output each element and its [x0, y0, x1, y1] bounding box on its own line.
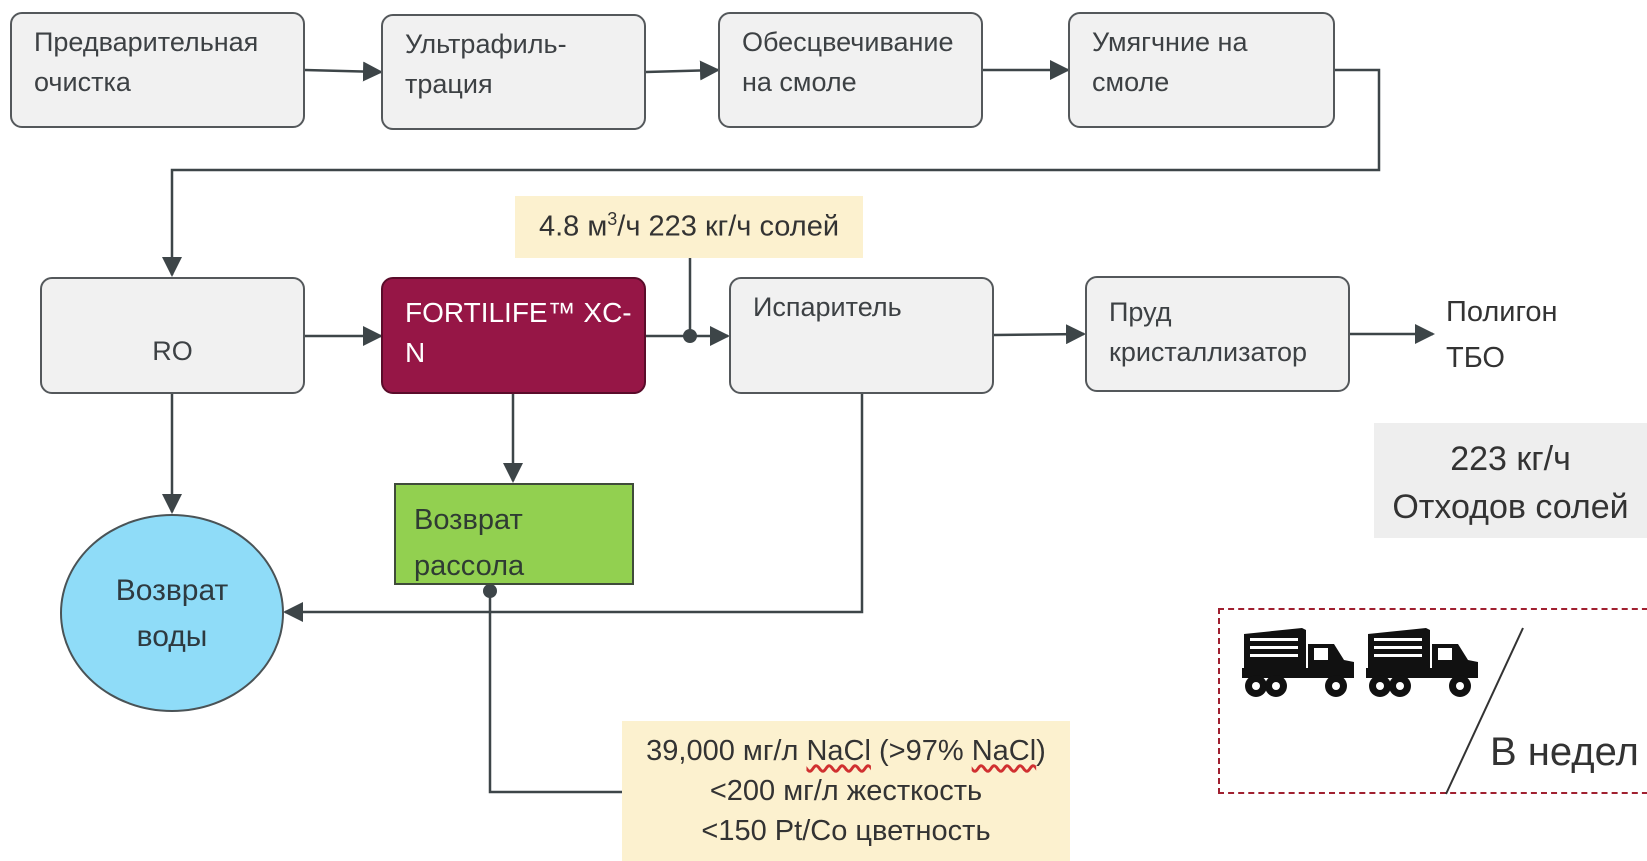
step-crystallization-pond: Пруд кристаллизатор: [1085, 276, 1350, 392]
step-fortilife-label: FORTILIFE™ XC-N: [405, 297, 632, 368]
step-pretreatment: Предварительная очистка: [10, 12, 305, 128]
water-return-ellipse: Возврат воды: [60, 514, 284, 712]
trucks-panel: [1218, 608, 1647, 794]
junction-dot-brine: [483, 584, 497, 598]
brine-return-line-1: Возврат: [414, 504, 523, 536]
step-evaporator: Испаритель: [729, 277, 994, 394]
brine-return-line-2: рассола: [414, 550, 525, 582]
arrow-evaporator-to-water: [283, 392, 864, 622]
flow-rate-suffix: /ч 223 кг/ч солей: [617, 210, 840, 243]
step-softening-line-2: смоле: [1092, 67, 1170, 97]
brine-spec-line-3: <150 Pt/Co цветность: [701, 815, 991, 847]
flow-rate-note: 4.8 м3/ч 223 кг/ч солей: [515, 196, 863, 258]
brine-spec-note: 39,000 мг/л NaCl (>97% NaCl) <200 мг/л ж…: [622, 721, 1070, 861]
step-evaporator-label: Испаритель: [753, 292, 902, 322]
step-pretreatment-line-2: очистка: [34, 67, 131, 97]
connector-brine-spec: [488, 591, 622, 794]
step-ro-label: RO: [152, 336, 193, 366]
step-decolorization-line-1: Обесцвечивание: [742, 27, 954, 57]
water-return-line-1: Возврат: [115, 574, 229, 607]
step-decolorization-line-2: на смоле: [742, 67, 857, 97]
step-ultrafiltration-line-2: трация: [405, 69, 493, 99]
junction-dot-flow: [683, 329, 697, 343]
step-ultrafiltration-line-1: Ультрафиль-: [405, 29, 567, 59]
brine-spec-line-1: 39,000 мг/л NaCl (>97% NaCl): [646, 735, 1046, 767]
step-pond-line-1: Пруд: [1109, 297, 1172, 327]
flow-rate-prefix: 4.8 м: [538, 210, 608, 243]
outlet-landfill: Полигон ТБО: [1446, 289, 1558, 381]
step-pond-line-2: кристаллизатор: [1109, 337, 1307, 367]
trucks-caption: В недел: [1490, 730, 1639, 774]
step-ro: RO: [40, 277, 305, 394]
arrow-softening-to-ro: [162, 68, 1381, 277]
flow-rate-superscript: 3: [607, 209, 618, 229]
step-ultrafiltration: Ультрафиль- трация: [381, 14, 646, 130]
dump-truck-icon: [1242, 628, 1354, 697]
arrow-uf-to-decolor: [645, 60, 720, 81]
step-decolorization: Обесцвечивание на смоле: [718, 12, 983, 128]
brine-spec-line-2: <200 мг/л жесткость: [709, 775, 983, 807]
salt-waste-panel: 223 кг/ч Отходов солей: [1374, 423, 1647, 538]
outlet-line-1: Полигон: [1446, 296, 1558, 328]
water-return-line-2: воды: [136, 620, 208, 653]
step-softening-line-1: Умягчние на: [1092, 27, 1248, 57]
dump-truck-icon: [1366, 628, 1478, 697]
salt-waste-line-1: 223 кг/ч: [1450, 440, 1571, 478]
arrow-evaporator-to-pond: [993, 324, 1086, 345]
outlet-line-2: ТБО: [1446, 342, 1505, 374]
salt-waste-line-2: Отходов солей: [1392, 488, 1629, 526]
arrow-pretreatment-to-uf: [304, 61, 383, 82]
step-fortilife: FORTILIFE™ XC-N: [381, 277, 646, 394]
step-pretreatment-line-1: Предварительная: [34, 27, 259, 57]
brine-return-box: Возврат рассола: [394, 483, 634, 585]
step-softening: Умягчние на смоле: [1068, 12, 1335, 128]
